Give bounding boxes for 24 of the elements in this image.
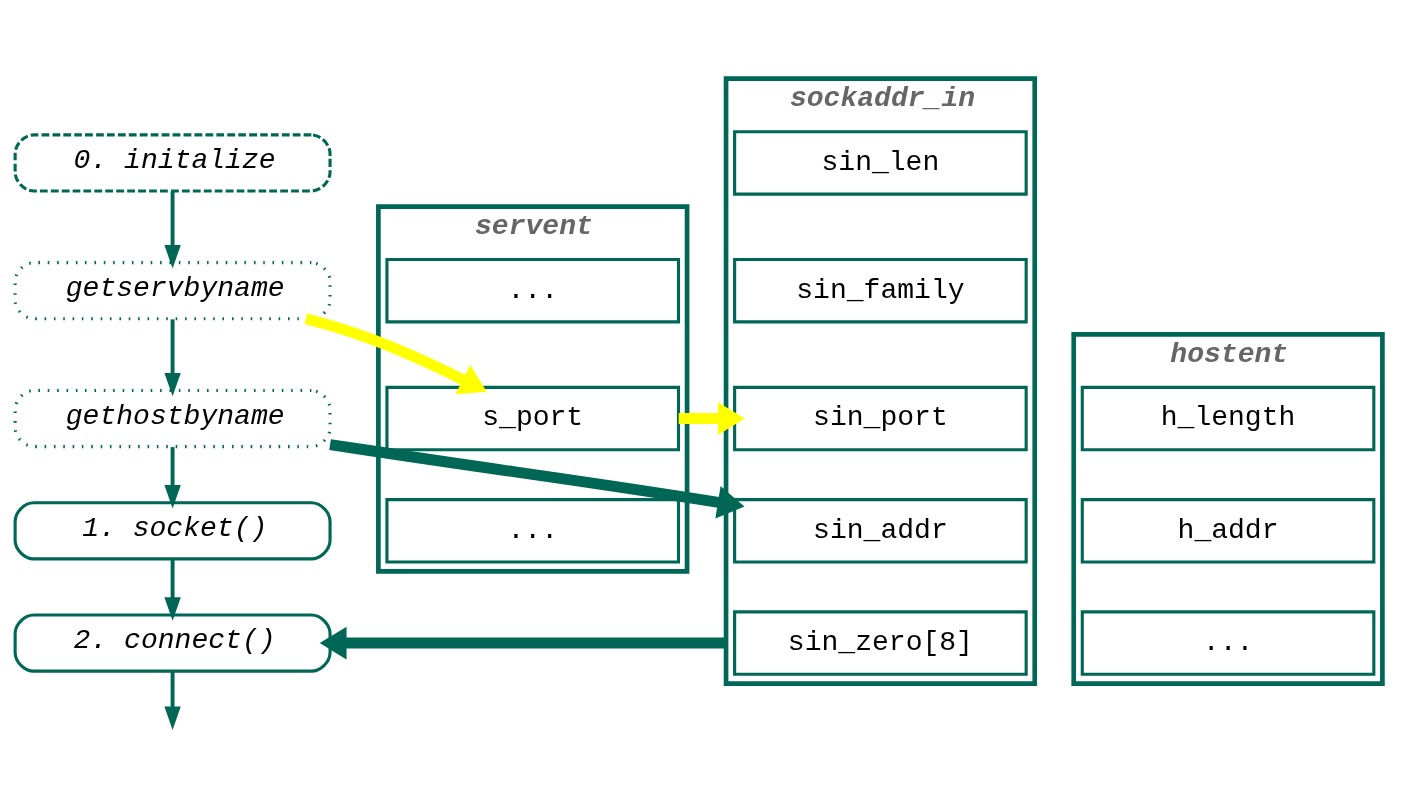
node-box: sin_zero[8] <box>733 609 1028 676</box>
node-box: gethostbyname <box>13 388 332 448</box>
node-box: getservbyname <box>13 260 332 320</box>
arrow <box>304 313 487 394</box>
arrow <box>319 626 727 659</box>
arrow <box>164 191 181 268</box>
arrow <box>164 671 181 730</box>
node-box: ... <box>1080 609 1376 676</box>
node-box: sin_family <box>733 257 1028 323</box>
node-box: ... <box>385 257 681 323</box>
node-box: sin_addr <box>733 497 1028 564</box>
node-box: sin_len <box>733 129 1028 196</box>
node-box: 2. connect() <box>13 612 332 673</box>
node-box: s_port <box>385 385 681 451</box>
node-box: ... <box>385 497 681 564</box>
node-box: 1. socket() <box>13 500 332 560</box>
node-box: h_addr <box>1080 497 1376 564</box>
arrow <box>164 446 181 508</box>
arrow <box>678 401 745 435</box>
node-box: sin_port <box>733 385 1028 451</box>
node-box: h_length <box>1080 385 1376 451</box>
arrow <box>164 318 181 396</box>
arrow <box>164 558 181 621</box>
node-box: 0. initalize <box>13 132 332 192</box>
